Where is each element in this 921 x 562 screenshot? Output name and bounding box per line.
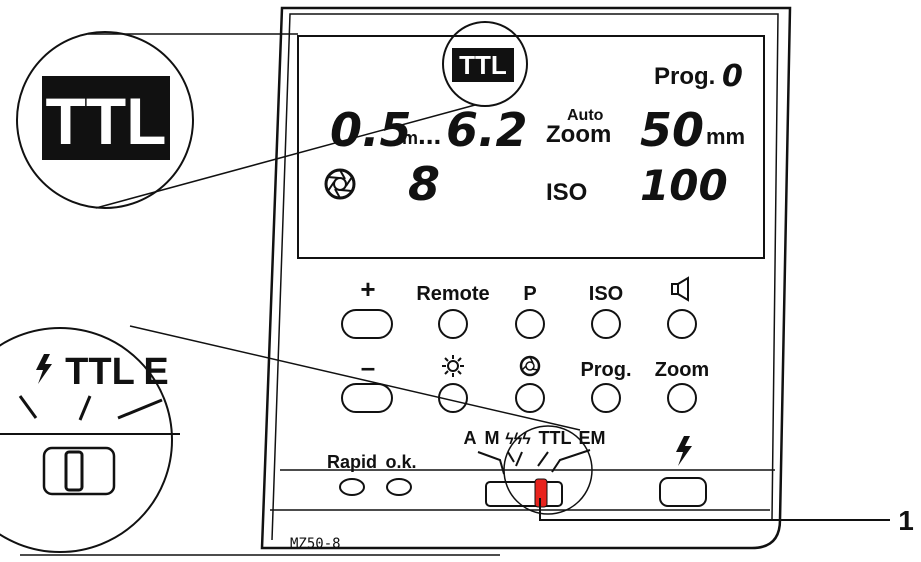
magnified-ttl-badge bbox=[42, 76, 170, 160]
zoom-value: 50 bbox=[640, 103, 704, 157]
rapid-indicator bbox=[339, 478, 365, 496]
speaker-icon bbox=[671, 276, 689, 302]
callout-1: 1 bbox=[539, 498, 914, 536]
range-near: 0.5 bbox=[330, 103, 412, 157]
ok-indicator bbox=[386, 478, 412, 496]
prog-button[interactable] bbox=[591, 383, 621, 413]
magnified-flash-icon bbox=[36, 354, 52, 384]
prog-label: Prog. bbox=[654, 63, 715, 90]
magnified-switch-handle bbox=[64, 450, 84, 492]
button-row-2: – Prog. Zoom bbox=[341, 352, 709, 413]
mode-label-m: M bbox=[485, 428, 500, 448]
figure-caption: MZ50-8 bbox=[290, 536, 341, 552]
button-row-1: + Remote P ISO bbox=[341, 274, 697, 339]
flash-icon bbox=[676, 436, 692, 466]
lcd-display: TTL Prog. 0 0.5 m ... 6.2 Auto Zoom 50 m… bbox=[297, 35, 765, 259]
minus-button[interactable] bbox=[341, 383, 393, 413]
range-dots: ... bbox=[418, 119, 441, 150]
mode-label-stroboscopic: ϟϟϟ bbox=[505, 431, 531, 448]
prog-value: 0 bbox=[722, 59, 743, 94]
aperture-value: 8 bbox=[408, 157, 440, 211]
minus-label: – bbox=[361, 352, 375, 382]
plus-button[interactable] bbox=[341, 309, 393, 339]
range-far: 6.2 bbox=[446, 103, 528, 157]
ok-label: o.k. bbox=[385, 452, 416, 472]
zoom-button-label: Zoom bbox=[655, 359, 709, 381]
plus-label: + bbox=[360, 274, 375, 304]
iso-button-label: ISO bbox=[589, 283, 623, 305]
rapid-label: Rapid bbox=[327, 452, 377, 472]
p-button[interactable] bbox=[515, 309, 545, 339]
remote-button[interactable] bbox=[438, 309, 468, 339]
ttl-badge-text: TTL bbox=[459, 50, 507, 80]
mode-label-em: EM bbox=[579, 428, 606, 448]
zoom-button[interactable] bbox=[667, 383, 697, 413]
aperture-icon bbox=[324, 168, 356, 200]
mode-label-ttl: TTL bbox=[539, 428, 572, 448]
iso-value: 100 bbox=[640, 161, 728, 210]
zoom-label: Zoom bbox=[546, 121, 611, 148]
callout-number: 1 bbox=[898, 505, 914, 536]
range-unit: m bbox=[402, 128, 418, 148]
magnified-label-e: E bbox=[143, 351, 168, 393]
mode-switch-slot bbox=[485, 481, 563, 507]
aperture-button[interactable] bbox=[515, 383, 545, 413]
zoom-unit: mm bbox=[706, 124, 745, 149]
auto-label: Auto bbox=[567, 107, 604, 124]
remote-label: Remote bbox=[416, 283, 489, 305]
ttl-badge bbox=[452, 48, 514, 82]
illumination-icon bbox=[442, 355, 464, 377]
magnified-label-ttl: TTL bbox=[65, 351, 135, 393]
magnifier-top: TTL bbox=[16, 21, 528, 209]
magnifier-bottom: TTL E bbox=[0, 325, 581, 556]
test-flash-button[interactable] bbox=[659, 477, 707, 507]
prog-button-label: Prog. bbox=[580, 359, 631, 381]
mode-switch-area: A M ϟϟϟ TTL EM Rapid o.k. bbox=[327, 425, 707, 515]
p-label: P bbox=[523, 283, 536, 305]
speaker-button[interactable] bbox=[667, 309, 697, 339]
iso-label: ISO bbox=[546, 179, 587, 206]
device-body bbox=[260, 6, 792, 550]
iso-button[interactable] bbox=[591, 309, 621, 339]
mode-label-a: A bbox=[464, 428, 477, 448]
aperture-small-icon bbox=[519, 355, 541, 377]
magnified-ttl-text: TTL bbox=[46, 84, 167, 158]
